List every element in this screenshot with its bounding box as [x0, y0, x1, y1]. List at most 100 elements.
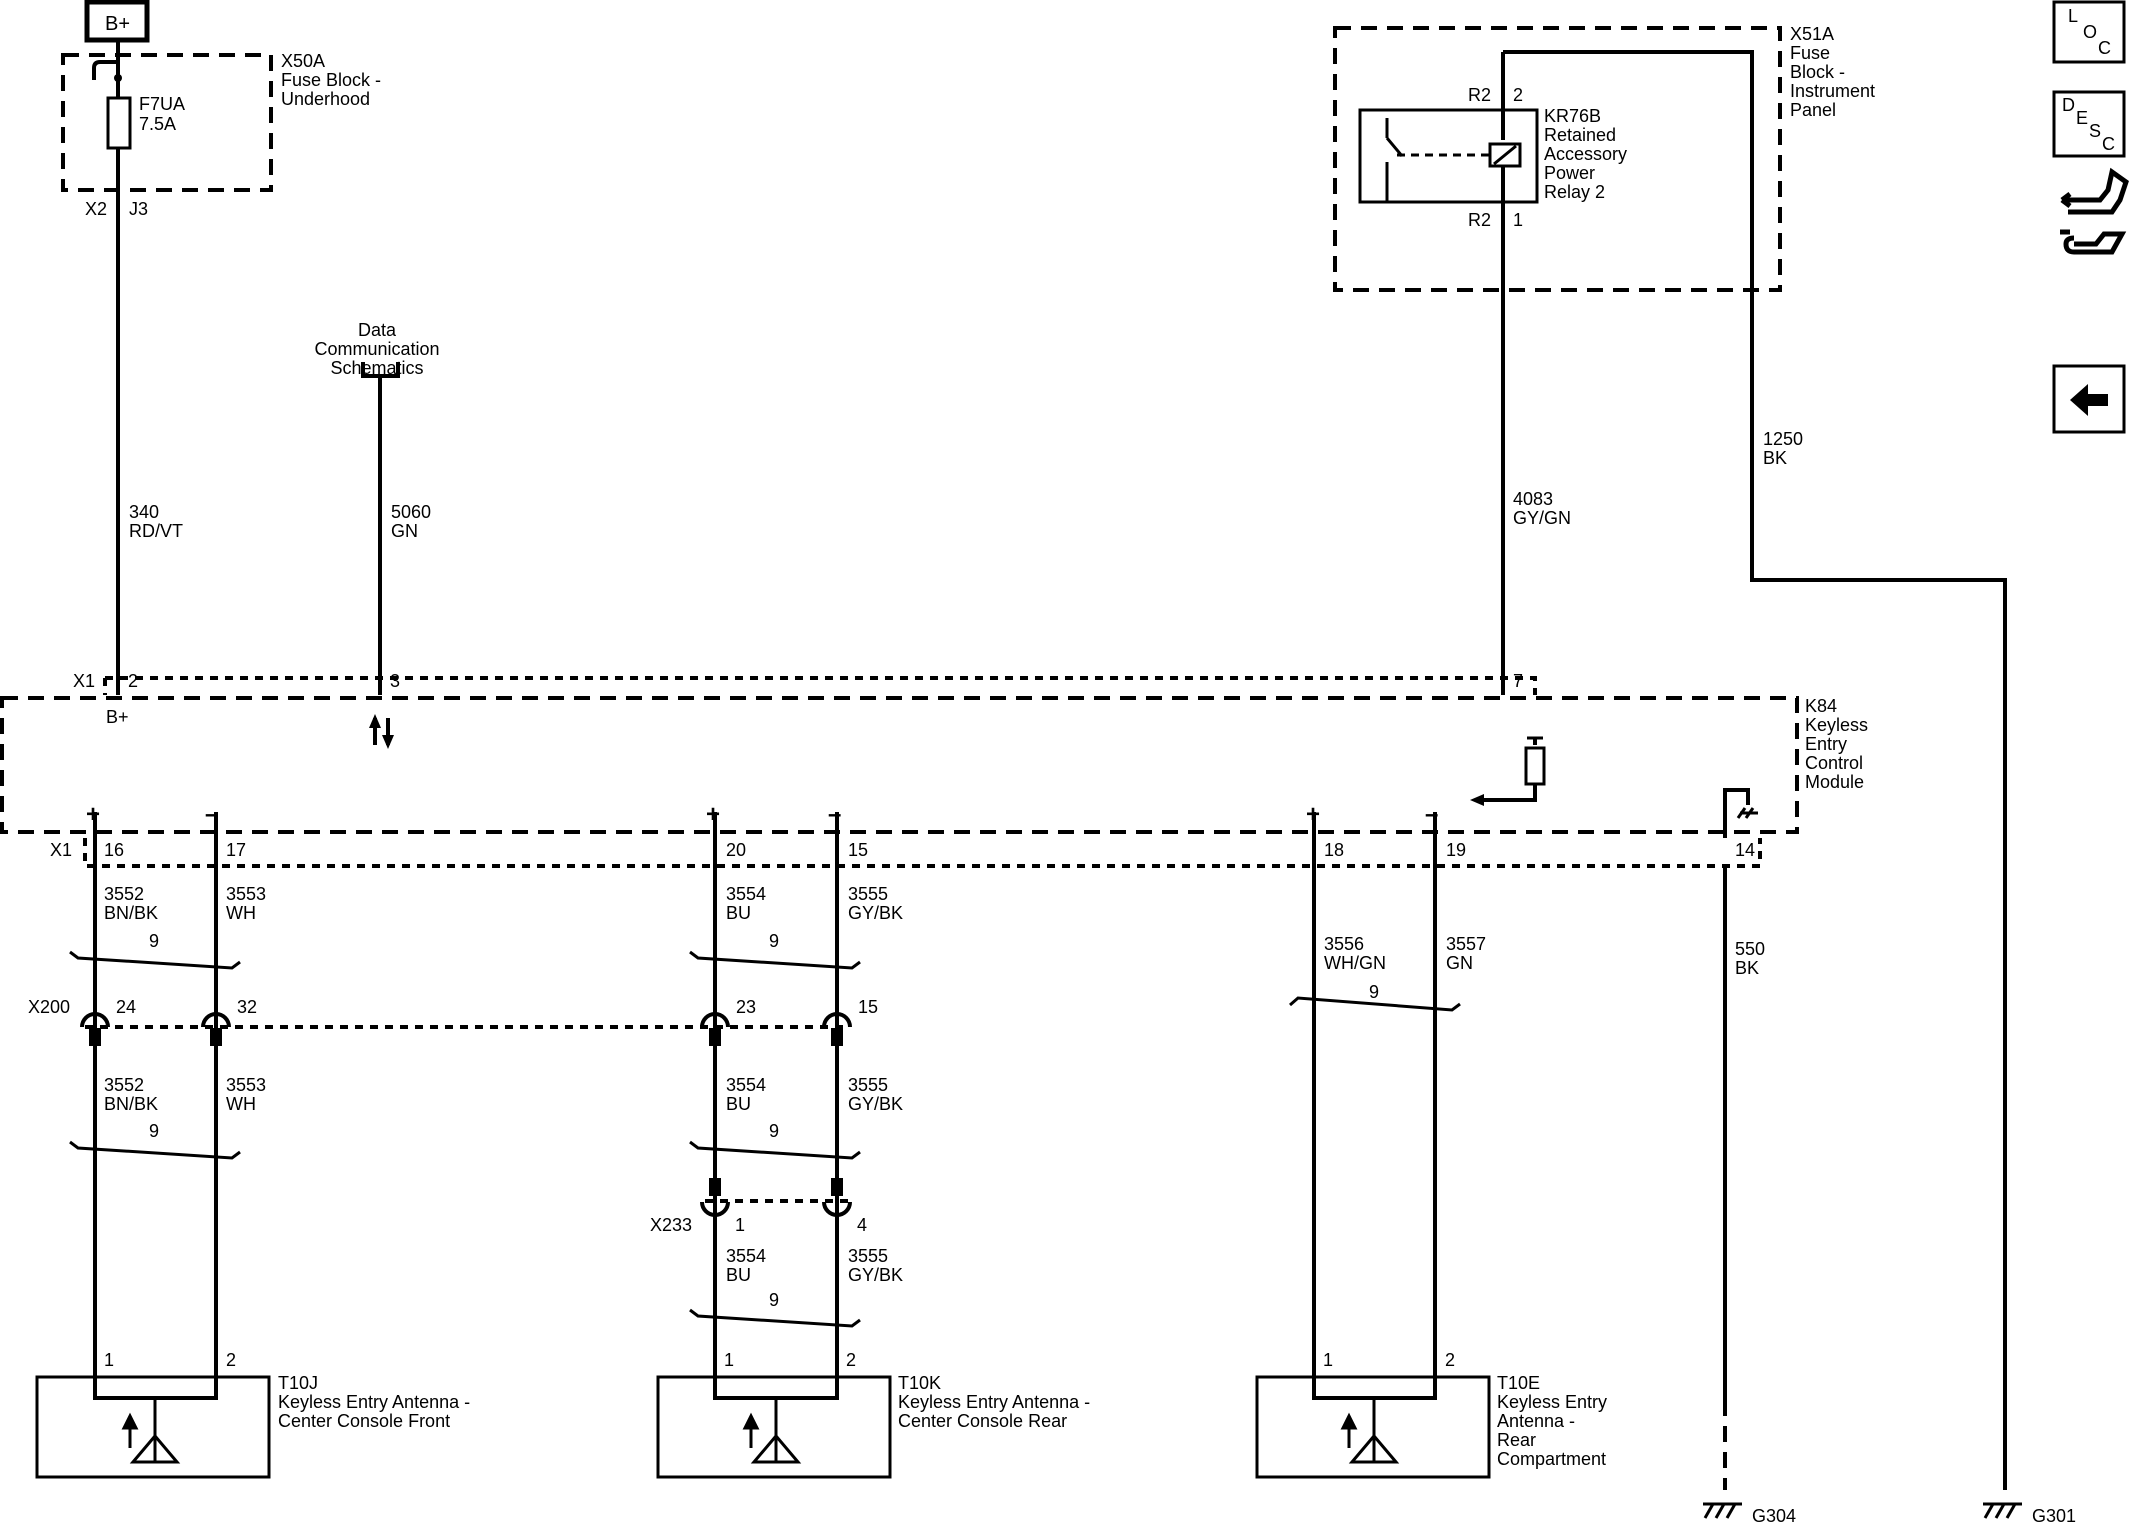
module-name-3: Control: [1805, 753, 1863, 773]
fuse-block-ip-name-3: Instrument: [1790, 81, 1875, 101]
antenna-rear-compartment-pin-1: 1: [1323, 1350, 1333, 1370]
wire-3554-lower-circuit: 3554: [726, 1246, 766, 1266]
module-pin-14: 14: [1735, 840, 1755, 860]
relay-kr76b: R2 2 KR76B Retained Accessory Power Rela…: [1358, 50, 2007, 1490]
fuse-id: F7UA: [139, 94, 185, 114]
relay-bot-connector: R2: [1468, 210, 1491, 230]
loc-letter-o: O: [2083, 22, 2097, 42]
desc-letter-e: E: [2076, 108, 2088, 128]
inline-connector-x233: X233 1 4: [650, 1178, 867, 1235]
relay-bot-pin: 1: [1513, 210, 1523, 230]
module-bottom-connector-outline: [83, 838, 1762, 868]
wire-5060-color: GN: [391, 521, 418, 541]
module-pin-19: 19: [1446, 840, 1466, 860]
connector-repair-icon[interactable]: [2060, 167, 2129, 255]
wire-3552-upper-color: BN/BK: [104, 903, 158, 923]
x200-pin-23: 23: [736, 997, 756, 1017]
antenna-center-console-front: 1 2 T10J Keyless Entry Antenna - Center …: [35, 1350, 470, 1479]
antenna-rear-compartment-id: T10E: [1497, 1373, 1540, 1393]
ground-g301-label: G301: [2032, 1506, 2076, 1524]
wire-3556-circuit: 3556: [1324, 934, 1364, 954]
relay-top-pin: 2: [1513, 85, 1523, 105]
location-button[interactable]: L O C: [2052, 0, 2126, 64]
relay-name-1: Retained: [1544, 125, 1616, 145]
module-name-4: Module: [1805, 772, 1864, 792]
twisted-pair-markers: [69, 950, 1461, 1328]
back-button[interactable]: [2052, 364, 2126, 434]
antenna-front-name-2: Center Console Front: [278, 1411, 450, 1431]
antenna-rear-compartment: 1 2 T10E Keyless Entry Antenna - Rear Co…: [1255, 1350, 1607, 1479]
ground-g304: G304: [1703, 1502, 1796, 1524]
antenna-rear-compartment-name-1: Keyless Entry: [1497, 1392, 1607, 1412]
desc-letter-s: S: [2089, 121, 2101, 141]
back-arrow-icon: [2070, 384, 2108, 416]
bplus-box-label: B+: [105, 13, 130, 35]
loc-letter-l: L: [2068, 6, 2078, 26]
module-bplus-label: B+: [106, 707, 129, 727]
wire-1250-circuit: 1250: [1763, 429, 1803, 449]
wire-1250: [1503, 50, 2007, 1490]
fuse-block-instrument-panel: X51A Fuse Block - Instrument Panel: [1333, 24, 1875, 292]
module-pin-17: 17: [226, 840, 246, 860]
wire-3553-lower-circuit: 3553: [226, 1075, 266, 1095]
relay-name-3: Power: [1544, 163, 1595, 183]
wire-4083-color: GY/GN: [1513, 508, 1571, 528]
x200-id: X200: [28, 997, 70, 1017]
wire-3554-lower-color: BU: [726, 1265, 751, 1285]
antenna-front-id: T10J: [278, 1373, 318, 1393]
antenna-rear-console-name-1: Keyless Entry Antenna -: [898, 1392, 1090, 1412]
ground-g304-label: G304: [1752, 1506, 1796, 1524]
inline-connector-x200: X200 24 32 23 15: [28, 997, 878, 1046]
wire-3556-color: WH/GN: [1324, 953, 1386, 973]
x200-pin-15: 15: [858, 997, 878, 1017]
fuse-block-underhood-name-1: Fuse Block -: [281, 70, 381, 90]
wire-3553-upper-circuit: 3553: [226, 884, 266, 904]
antenna-front-pin-1: 1: [104, 1350, 114, 1370]
data-comm-line-2: Communication: [314, 339, 439, 359]
wire-1250-color: BK: [1763, 448, 1787, 468]
module-pin-3: 3: [390, 671, 400, 691]
antenna-rear-console-pin-1: 1: [724, 1350, 734, 1370]
module-name-2: Entry: [1805, 734, 1847, 754]
ground-g301: G301: [1983, 1502, 2076, 1524]
data-comm-line-1: Data: [358, 320, 397, 340]
wire-5060-circuit: 5060: [391, 502, 431, 522]
antenna-rear-compartment-name-4: Compartment: [1497, 1449, 1606, 1469]
module-pin-2: 2: [128, 671, 138, 691]
module-bottom-connector: X1: [50, 840, 72, 860]
wire-3552-lower-color: BN/BK: [104, 1094, 158, 1114]
antenna-icon: [1340, 1398, 1400, 1464]
fuse-clip-icon: [92, 60, 118, 80]
bidirectional-data-icon: [369, 714, 394, 749]
fuse-block-underhood: X50A Fuse Block - Underhood F7UA 7.5A X2…: [61, 40, 381, 219]
fuse-block-ip-name-4: Panel: [1790, 100, 1836, 120]
antenna-rear-console-name-2: Center Console Rear: [898, 1411, 1067, 1431]
module-top-connector: X1: [73, 671, 95, 691]
twist-count-front-lower: 9: [149, 1121, 159, 1141]
x233-pin-4: 4: [857, 1215, 867, 1235]
wire-4083-circuit: 4083: [1513, 489, 1553, 509]
twist-count-rear-console-lower: 9: [769, 1290, 779, 1310]
x233-pin-1: 1: [735, 1215, 745, 1235]
twist-count-rear-console-upper: 9: [769, 931, 779, 951]
antenna-rear-console-pin-2: 2: [846, 1350, 856, 1370]
wire-3552-upper-circuit: 3552: [104, 884, 144, 904]
relay-top-connector: R2: [1468, 85, 1491, 105]
fuse-rating: 7.5A: [139, 114, 176, 134]
wire-340-color: RD/VT: [129, 521, 183, 541]
module-ground-icon: [1723, 788, 1758, 838]
antenna-icon: [742, 1398, 802, 1464]
desc-letter-c: C: [2102, 134, 2115, 154]
relay-switch-icon: [1385, 118, 1404, 157]
twist-count-rear-compartment: 9: [1369, 982, 1379, 1002]
data-communication-reference: Data Communication Schematics: [314, 320, 440, 695]
wire-3557-color: GN: [1446, 953, 1473, 973]
keyless-entry-control-module: K84 Keyless Entry Control Module X1 2 3 …: [0, 671, 1868, 868]
antenna-rear-compartment-pin-2: 2: [1445, 1350, 1455, 1370]
wire-550-color: BK: [1735, 958, 1759, 978]
x200-pin-24: 24: [116, 997, 136, 1017]
wire-3555-mid-color: GY/BK: [848, 1094, 903, 1114]
description-button[interactable]: D E S C: [2052, 90, 2126, 158]
relay-id: KR76B: [1544, 106, 1601, 126]
